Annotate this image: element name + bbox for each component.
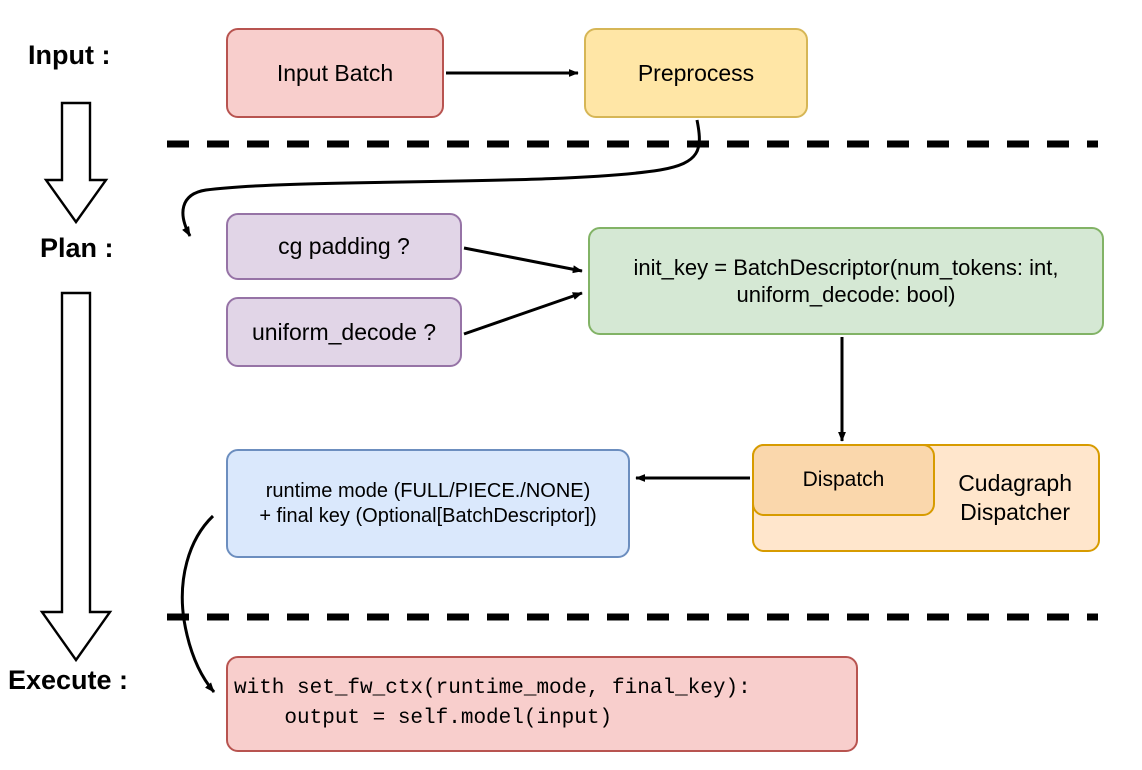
- node-input-batch-label: Input Batch: [276, 59, 394, 86]
- stage-label-execute: Execute :: [8, 665, 129, 695]
- node-runtime-mode[interactable]: runtime mode (FULL/PIECE./NONE) + final …: [226, 449, 630, 558]
- node-cg-padding[interactable]: cg padding ?: [226, 213, 462, 280]
- node-runtime-mode-text: runtime mode (FULL/PIECE./NONE) + final …: [259, 479, 596, 529]
- node-preprocess-label: Preprocess: [637, 59, 755, 86]
- edge-uniform-decode-to-init-key: [463, 291, 583, 336]
- node-init-key-line-2: uniform_decode: bool): [736, 282, 956, 307]
- node-uniform-decode-label: uniform_decode ?: [251, 318, 437, 345]
- node-input-batch[interactable]: Input Batch: [226, 28, 444, 118]
- node-dispatch[interactable]: Dispatch: [752, 444, 935, 516]
- node-preprocess[interactable]: Preprocess: [584, 28, 808, 118]
- input-to-plan-block-arrow: [43, 101, 109, 225]
- node-cudagraph-dispatcher-line-2: Dispatcher: [960, 499, 1071, 525]
- edge-runtime-mode-to-code-block: [180, 514, 216, 693]
- node-init-key-text: init_key = BatchDescriptor(num_tokens: i…: [634, 254, 1059, 309]
- node-cg-padding-label: cg padding ?: [278, 233, 410, 260]
- node-runtime-mode-line-2: + final key (Optional[BatchDescriptor]): [259, 504, 597, 527]
- node-uniform-decode[interactable]: uniform_decode ?: [226, 297, 462, 367]
- edge-cg-padding-to-init-key: [463, 246, 583, 274]
- plan-to-execute-block-arrow: [39, 291, 113, 663]
- node-runtime-mode-line-1: runtime mode (FULL/PIECE./NONE): [265, 479, 591, 502]
- node-cudagraph-dispatcher-text: Cudagraph Dispatcher: [958, 469, 1072, 527]
- node-cudagraph-dispatcher-line-1: Cudagraph: [958, 470, 1072, 497]
- node-init-key[interactable]: init_key = BatchDescriptor(num_tokens: i…: [588, 227, 1104, 335]
- node-code-block[interactable]: with set_fw_ctx(runtime_mode, final_key)…: [226, 656, 858, 752]
- stage-label-input: Input :: [28, 40, 111, 70]
- stage-label-plan: Plan :: [40, 233, 114, 263]
- node-code-block-text: with set_fw_ctx(runtime_mode, final_key)…: [234, 676, 751, 730]
- node-init-key-line-1: init_key = BatchDescriptor(num_tokens: i…: [633, 254, 1059, 280]
- node-dispatch-label: Dispatch: [802, 467, 885, 491]
